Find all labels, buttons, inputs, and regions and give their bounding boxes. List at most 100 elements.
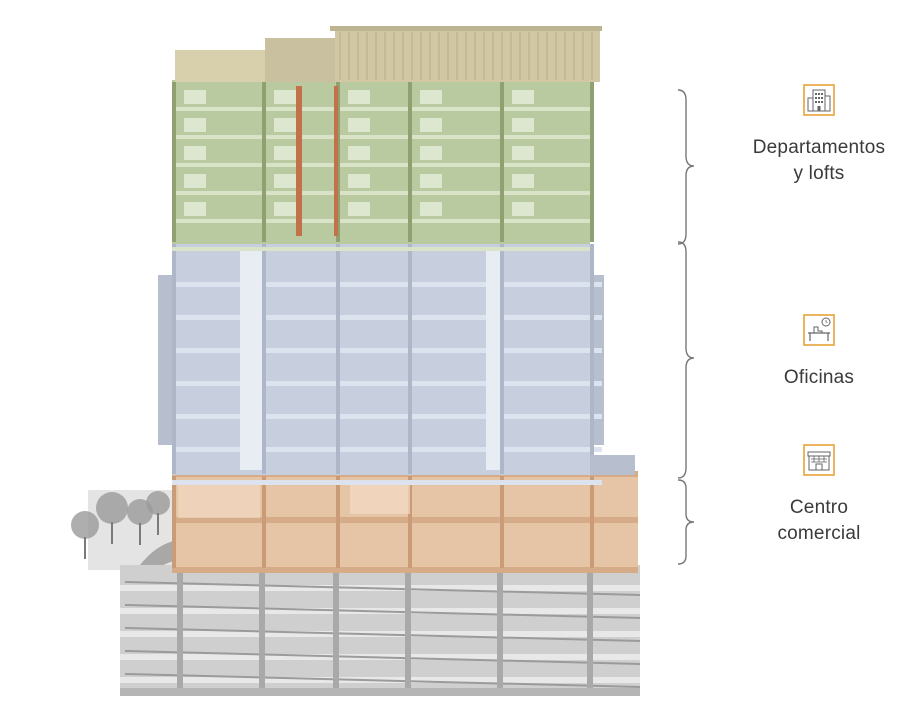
tree xyxy=(71,511,99,539)
parking-ramp xyxy=(124,581,641,596)
parking-levels xyxy=(120,565,641,696)
residential-window xyxy=(274,118,296,132)
residential-window xyxy=(274,202,296,216)
office-column xyxy=(408,244,412,474)
residential-column xyxy=(172,82,176,242)
office-desk-clock-icon xyxy=(803,314,835,346)
residential-slab xyxy=(172,219,590,223)
roof-pergola xyxy=(335,28,600,82)
office-podium-edge xyxy=(590,455,635,475)
foundation-slab xyxy=(120,688,640,696)
residential-window xyxy=(184,202,206,216)
residential-window xyxy=(348,118,370,132)
zone-label-commercial: Centro comercial xyxy=(729,444,909,547)
residential-slab xyxy=(172,135,590,139)
zone-label-line2: y lofts xyxy=(793,163,845,184)
bracket-offices xyxy=(677,241,695,479)
tree xyxy=(146,491,170,515)
residential-window xyxy=(420,118,442,132)
residential-window xyxy=(420,174,442,188)
commercial-slab xyxy=(172,517,638,523)
parking-ramp xyxy=(124,673,641,688)
residential-window xyxy=(184,90,206,104)
trees-illustration xyxy=(71,490,178,582)
commercial-column xyxy=(172,476,176,568)
office-column xyxy=(500,244,504,474)
residential-levels xyxy=(172,80,594,251)
residential-window xyxy=(184,146,206,160)
office-slab xyxy=(172,447,602,452)
residential-slab xyxy=(172,163,590,167)
office-slab xyxy=(172,282,602,287)
residential-window xyxy=(420,146,442,160)
residential-window xyxy=(274,146,296,160)
residential-window xyxy=(348,174,370,188)
building-section-illustration xyxy=(71,26,641,696)
commercial-slab xyxy=(172,567,638,573)
tree xyxy=(96,492,128,524)
office-slab xyxy=(172,348,602,353)
residential-column xyxy=(590,82,594,242)
residential-window xyxy=(274,174,296,188)
office-core xyxy=(240,250,262,470)
office-slab xyxy=(172,480,602,485)
residential-window xyxy=(420,202,442,216)
zone-label-line1: Departamentos xyxy=(752,137,886,158)
office-body xyxy=(172,243,590,475)
residential-column xyxy=(408,82,412,242)
office-core xyxy=(486,250,500,470)
office-facade-left xyxy=(158,275,172,445)
roof-pavilion xyxy=(175,50,265,82)
office-slab xyxy=(172,315,602,320)
zone-label-line2: comercial xyxy=(777,523,861,544)
residential-window xyxy=(184,118,206,132)
parking-ramp xyxy=(124,650,641,665)
residential-slab xyxy=(172,191,590,195)
parking-column xyxy=(587,568,593,693)
parking-column xyxy=(259,568,265,693)
parking-column xyxy=(497,568,503,693)
parking-column xyxy=(177,568,183,693)
zone-label-residential: Departamentos y lofts xyxy=(729,84,909,187)
residential-window xyxy=(274,90,296,104)
residential-column xyxy=(500,82,504,242)
bracket-commercial xyxy=(677,479,695,565)
office-levels xyxy=(158,243,635,485)
residential-window xyxy=(348,202,370,216)
residential-window xyxy=(512,118,534,132)
commercial-levels xyxy=(172,471,638,573)
residential-window xyxy=(512,90,534,104)
office-column xyxy=(590,244,594,474)
residential-slab xyxy=(172,247,590,251)
bracket-residential xyxy=(677,89,695,245)
office-column xyxy=(262,244,266,474)
office-column xyxy=(336,244,340,474)
residential-window xyxy=(348,146,370,160)
residential-accent-column xyxy=(296,86,302,236)
parking-column xyxy=(333,568,339,693)
parking-ramp xyxy=(124,604,641,619)
residential-column xyxy=(262,82,266,242)
commercial-column xyxy=(408,476,412,568)
commercial-column xyxy=(336,476,340,568)
roof-structure xyxy=(175,26,602,82)
commercial-column xyxy=(590,476,594,568)
residential-slab xyxy=(172,107,590,111)
residential-window xyxy=(512,174,534,188)
shopping-center-icon xyxy=(803,444,835,476)
zone-label-line1: Oficinas xyxy=(783,367,855,388)
roof-mechanical xyxy=(265,38,335,82)
office-slab xyxy=(172,414,602,419)
shop-glazing xyxy=(178,482,260,518)
shop-interior xyxy=(350,484,410,514)
office-column xyxy=(172,244,176,474)
parking-ramp xyxy=(124,627,641,642)
residential-window xyxy=(184,174,206,188)
residential-window xyxy=(512,146,534,160)
commercial-column xyxy=(500,476,504,568)
office-slab xyxy=(172,381,602,386)
zone-label-offices: Oficinas xyxy=(729,314,909,391)
apartment-building-icon xyxy=(803,84,835,116)
zone-label-line1: Centro xyxy=(789,497,849,518)
commercial-column xyxy=(262,476,266,568)
